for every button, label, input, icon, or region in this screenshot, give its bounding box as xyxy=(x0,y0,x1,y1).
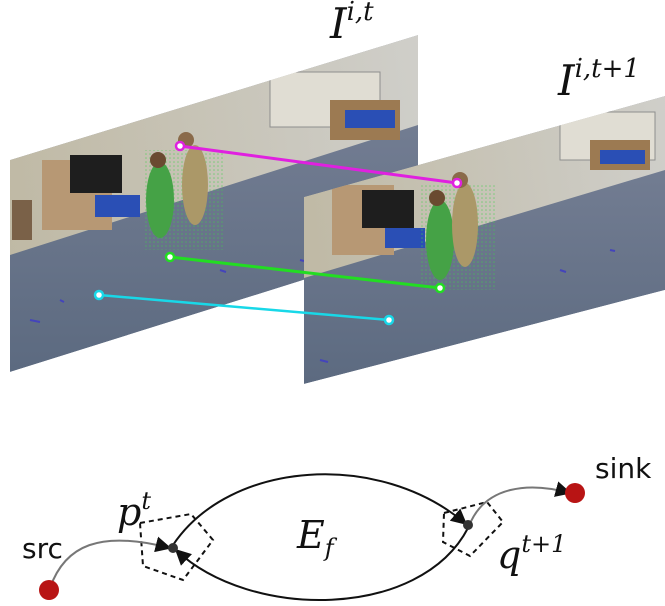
keypoint-floor-t xyxy=(93,289,105,301)
p-label: pt xyxy=(117,487,151,534)
src-label: src xyxy=(22,532,63,565)
edge-q-to-p xyxy=(174,527,469,601)
sink-label: sink xyxy=(595,452,652,485)
keypoint-foot-t xyxy=(164,251,176,263)
keypoint-foot-t1 xyxy=(434,282,446,294)
edge-label: Ef xyxy=(296,513,338,562)
correspondence-lines xyxy=(93,140,463,326)
dancers-next xyxy=(420,172,495,290)
keypoint-head-t xyxy=(174,140,186,152)
frame-current xyxy=(10,35,418,372)
keypoint-head-t1 xyxy=(451,177,463,189)
node-box-p xyxy=(138,512,215,582)
dancers xyxy=(145,132,225,250)
node-q xyxy=(463,520,473,530)
flow-graph: src sink pt qt+1 Ef xyxy=(22,452,652,601)
node-sink xyxy=(565,483,585,503)
edge-p-to-q xyxy=(172,473,468,546)
frame-current-label: Ii,t xyxy=(329,0,374,48)
node-src xyxy=(39,580,59,600)
node-p xyxy=(168,543,178,553)
frame-next xyxy=(304,96,665,384)
keypoint-floor-t1 xyxy=(383,314,395,326)
match-line-foot xyxy=(169,255,441,290)
match-line-floor xyxy=(98,293,390,322)
monitor-screen xyxy=(70,155,122,193)
blue-bag xyxy=(95,195,140,217)
edge-q-to-sink xyxy=(468,481,572,527)
q-label: qt+1 xyxy=(497,530,566,577)
node-box-q xyxy=(441,500,505,558)
edge-src-to-p xyxy=(49,536,172,589)
match-line-head xyxy=(179,144,458,185)
frame-next-label: Ii,t+1 xyxy=(557,54,640,105)
